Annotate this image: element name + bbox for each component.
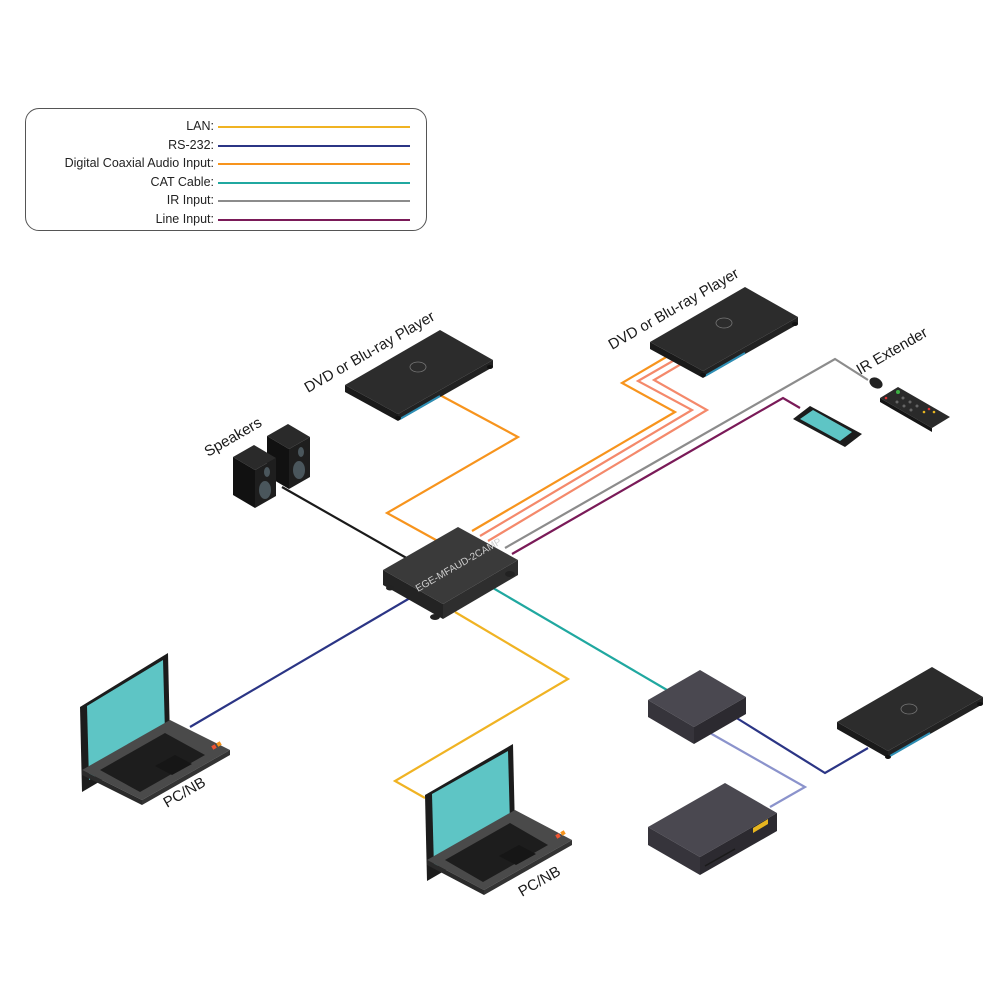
cable-speaker	[281, 486, 411, 561]
dvd-player-1[interactable]: DVD or Blu-ray Player	[302, 308, 494, 421]
legend-swatch	[218, 144, 410, 147]
cable-rs232-pc	[189, 597, 411, 728]
legend-item-line: Line Input:	[26, 210, 428, 228]
legend-swatch	[218, 181, 410, 184]
legend-label: IR Input:	[166, 193, 214, 207]
legend-label: RS-232:	[168, 137, 214, 152]
hub-device[interactable]: EGE-MFAUD-2CAMP	[383, 527, 518, 620]
cable-cat	[492, 587, 668, 691]
speaker-left	[233, 445, 276, 508]
legend-item-cat: CAT Cable:	[26, 173, 428, 191]
dvd-player-3[interactable]	[837, 667, 983, 759]
legend-item-ir: IR Input:	[26, 191, 428, 209]
legend-label: LAN:	[186, 119, 214, 133]
legend-label: CAT Cable:	[150, 174, 214, 189]
legend-swatch	[218, 218, 410, 221]
receiver-box[interactable]	[648, 670, 746, 744]
smartphone[interactable]	[793, 406, 862, 447]
cable-lan	[392, 611, 571, 799]
cable-coax-dvd2-b	[479, 357, 695, 537]
legend-swatch	[218, 200, 410, 202]
dvd-player-2[interactable]: DVD or Blu-ray Player	[606, 265, 799, 378]
legend-item-rs232: RS-232:	[26, 136, 428, 154]
laptop-2[interactable]: PC/NB	[425, 744, 572, 900]
cable-coax-dvd1	[384, 393, 521, 546]
set-top-box[interactable]	[648, 783, 777, 875]
ir-extender[interactable]: IR Extender	[854, 324, 931, 391]
cable-coax-dvd2-c	[487, 359, 710, 542]
legend-label: Line Input:	[155, 211, 214, 226]
cable-rs232-receiver	[734, 716, 869, 775]
cable-line-input	[511, 396, 801, 555]
cable-ir	[504, 357, 869, 549]
legend-item-lan: LAN:	[26, 117, 428, 135]
legend-swatch	[218, 163, 410, 165]
cable-rs232-light	[709, 732, 808, 808]
ir-extender-label: IR Extender	[854, 324, 931, 378]
legend-item-coax: Digital Coaxial Audio Input:	[26, 154, 428, 172]
legend-label: Digital Coaxial Audio Input:	[64, 156, 214, 170]
remote-control[interactable]	[880, 387, 950, 432]
legend-swatch	[218, 126, 410, 128]
legend-box: LAN: RS-232: Digital Coaxial Audio Input…	[25, 108, 427, 231]
laptop-1[interactable]: PC/NB	[80, 653, 230, 811]
cable-coax-dvd2-a	[471, 355, 678, 532]
